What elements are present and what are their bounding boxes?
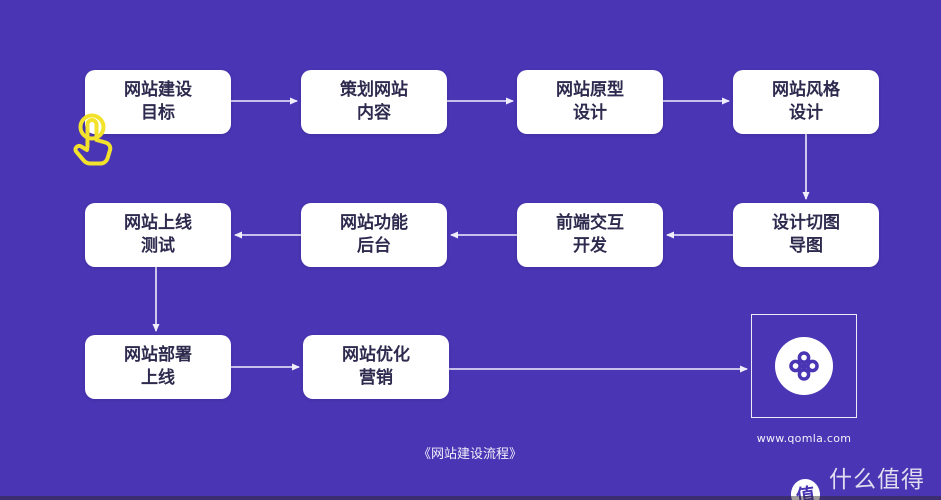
flow-node-style-design: 网站风格 设计 bbox=[733, 70, 879, 134]
qomla-website-url: www.qomla.com bbox=[756, 432, 852, 445]
flow-node-label: 网站功能 bbox=[340, 213, 408, 233]
flow-node-label: 设计 bbox=[789, 103, 823, 123]
flow-node-label: 前端交互 bbox=[556, 213, 624, 233]
flow-node-goal: 网站建设 目标 bbox=[85, 70, 231, 134]
flow-node-label: 网站上线 bbox=[124, 213, 192, 233]
flow-node-label: 后台 bbox=[357, 236, 391, 256]
flow-node-label: 上线 bbox=[141, 368, 175, 388]
smzdm-watermark: 值 什么值得买 bbox=[788, 460, 941, 500]
flow-node-label: 设计切图 bbox=[772, 213, 840, 233]
flow-node-function-backend: 网站功能 后台 bbox=[301, 203, 447, 267]
flow-node-content-planning: 策划网站 内容 bbox=[301, 70, 447, 134]
qomla-logo-circle bbox=[775, 337, 833, 395]
flow-node-label: 内容 bbox=[357, 103, 391, 123]
qomla-logo-box bbox=[751, 314, 857, 418]
flow-node-design-slicing: 设计切图 导图 bbox=[733, 203, 879, 267]
flow-node-deploy-launch: 网站部署 上线 bbox=[85, 335, 231, 399]
flow-node-label: 设计 bbox=[573, 103, 607, 123]
flow-node-optimization-marketing: 网站优化 营销 bbox=[303, 335, 449, 399]
smzdm-watermark-label: 什么值得买 bbox=[828, 467, 925, 493]
flow-node-label: 营销 bbox=[359, 368, 393, 388]
flow-node-label: 导图 bbox=[789, 236, 823, 256]
flow-node-label: 测试 bbox=[141, 236, 175, 256]
flow-node-label: 网站优化 bbox=[342, 345, 410, 365]
flow-node-label: 网站部署 bbox=[124, 345, 192, 365]
diagram-caption: 《网站建设流程》 bbox=[417, 447, 522, 462]
bottom-edge-strip bbox=[0, 496, 941, 500]
flow-node-prototype-design: 网站原型 设计 bbox=[517, 70, 663, 134]
flow-node-frontend-dev: 前端交互 开发 bbox=[517, 203, 663, 267]
flow-node-label: 网站原型 bbox=[556, 80, 624, 100]
click-hand-icon bbox=[73, 113, 113, 166]
flow-node-label: 网站风格 bbox=[772, 80, 840, 100]
flow-node-label: 开发 bbox=[573, 236, 607, 256]
flow-node-label: 策划网站 bbox=[340, 80, 408, 100]
qomla-clover-icon bbox=[789, 351, 819, 381]
flow-node-label: 网站建设 bbox=[124, 80, 192, 100]
flow-node-label: 目标 bbox=[141, 103, 175, 123]
flow-node-launch-testing: 网站上线 测试 bbox=[85, 203, 231, 267]
